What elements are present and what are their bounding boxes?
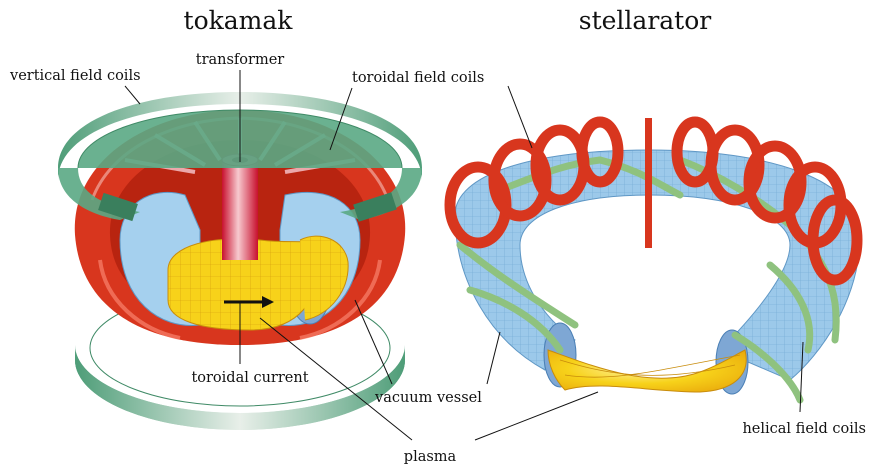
front-toroidal-coil [645, 118, 652, 248]
tokamak-transformer [222, 154, 258, 260]
label-toroidal-field-coils: toroidal field coils [352, 70, 484, 86]
label-vacuum-vessel: vacuum vessel [374, 390, 482, 406]
label-vertical-field-coils: vertical field coils [9, 68, 141, 84]
label-plasma: plasma [404, 449, 457, 465]
label-toroidal-current: toroidal current [191, 370, 308, 386]
stellarator-device [450, 118, 860, 400]
label-transformer: transformer [196, 52, 285, 68]
label-helical-field-coils: helical field coils [742, 421, 866, 437]
stellarator-title: stellarator [579, 6, 712, 35]
tokamak-title: tokamak [184, 6, 294, 35]
